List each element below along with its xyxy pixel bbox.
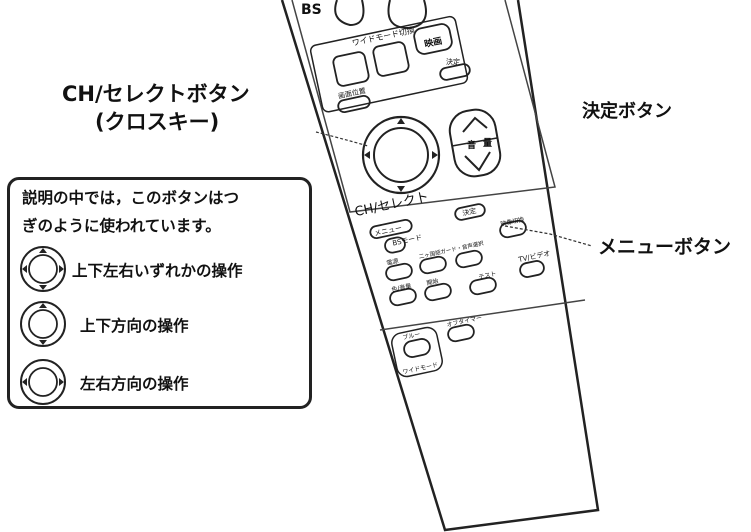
legend-item-up-down: 上下方向の操作	[10, 298, 310, 350]
kettei2-button[interactable]	[454, 203, 486, 221]
kaishi-button[interactable]	[424, 282, 452, 302]
offtimer-label: オフタイマー	[446, 313, 483, 328]
kettei-small-button[interactable]	[439, 63, 471, 81]
svg-text:音: 音	[467, 139, 476, 151]
blue-frame	[391, 326, 443, 378]
cross-key-down-arrow	[397, 186, 405, 192]
legend-intro-line2: ぎのように使われています。	[22, 217, 221, 235]
panel-bottom-line	[379, 299, 586, 331]
legend-box: 説明の中では，このボタンはつ ぎのように使われています。 上下左右いずれかの操作…	[7, 177, 312, 409]
channel-rocker-divider	[451, 137, 498, 147]
blue-label: ブルー	[402, 330, 421, 342]
svg-text:量: 量	[483, 137, 492, 149]
remote-inner-panel	[291, 0, 556, 213]
kaishi-label: 開始	[426, 277, 439, 287]
channel-down-icon	[464, 151, 491, 172]
normal-smooth-button[interactable]	[332, 51, 370, 87]
wide-mode-switch-label: ワイドモード切換	[351, 25, 416, 48]
ch-select-callout-line1: CH/セレクトボタン	[62, 82, 250, 106]
legend-item-all-directions: 上下左右いずれかの操作	[10, 243, 310, 295]
cross-key-4way-icon	[20, 246, 66, 292]
auto-onoff-button[interactable]	[372, 41, 410, 77]
cross-key-right-arrow	[432, 151, 438, 159]
ch-select-callout-line2: (クロスキー)	[95, 110, 220, 134]
legend-item-1-label: 上下左右いずれかの操作	[72, 262, 243, 280]
bs-mode-button[interactable]	[384, 236, 406, 254]
top-button-right	[387, 0, 427, 30]
nikoku-label: 二ヶ国語ガード・音声選択	[418, 239, 485, 261]
cross-key-left-arrow	[364, 151, 370, 159]
eizou-button[interactable]	[499, 219, 527, 239]
menu-callout: メニューボタン	[598, 236, 732, 258]
eizou-label: 映像切換	[500, 215, 525, 228]
kettei-small-label: 決定	[446, 57, 460, 66]
denryoku-label: 電源	[386, 257, 399, 267]
top-button-left	[334, 0, 365, 27]
cross-key-leftright-icon	[20, 359, 66, 405]
channel-up-icon	[462, 116, 488, 133]
offtimer-button[interactable]	[447, 323, 475, 343]
leader-menu	[504, 225, 593, 247]
eiga-button[interactable]	[413, 23, 454, 56]
kettei2-small-label: 決定	[462, 206, 478, 218]
svg-text:BS: BS	[301, 2, 322, 18]
legend-item-left-right: 左右方向の操作	[10, 356, 310, 408]
gamen-ichi-button[interactable]	[337, 95, 371, 113]
bs-mode-label: BSモード	[392, 233, 423, 247]
eiga-label: 映画	[423, 35, 443, 50]
cross-key-up-arrow	[397, 118, 405, 124]
kettei-callout: 決定ボタン	[582, 101, 672, 122]
legend-item-3-label: 左右方向の操作	[80, 375, 189, 393]
wide-mode-frame	[309, 15, 469, 113]
mid-button-2[interactable]	[455, 249, 483, 269]
denryoku-button[interactable]	[385, 262, 413, 282]
channel-rocker[interactable]	[447, 107, 504, 180]
cross-key-updown-icon	[20, 301, 66, 347]
cross-key-inner	[373, 127, 429, 183]
shoku-label: 色/音量	[391, 282, 412, 294]
menu-small-button[interactable]	[369, 218, 413, 240]
tv-video-button[interactable]	[519, 260, 545, 279]
test-button[interactable]	[469, 276, 497, 296]
blue-button[interactable]	[403, 337, 432, 358]
test-label: テスト	[478, 271, 497, 282]
legend-intro-line1: 説明の中では，このボタンはつ	[22, 189, 240, 207]
remote-ch-label: CH/セレクト	[354, 190, 431, 220]
mid-button-1[interactable]	[419, 255, 447, 275]
shoku-button[interactable]	[389, 287, 417, 307]
remote-body	[280, 0, 600, 532]
leader-ch-select	[315, 131, 369, 147]
legend-item-2-label: 上下方向の操作	[80, 317, 189, 335]
